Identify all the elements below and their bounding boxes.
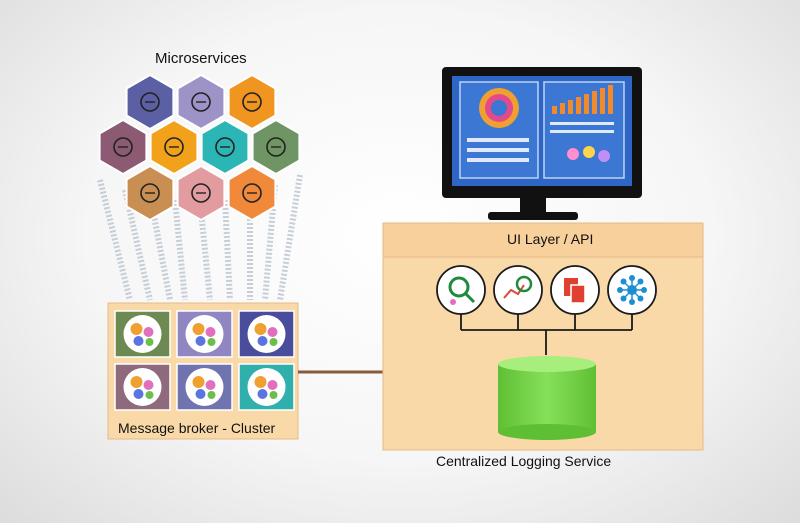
monitor — [442, 67, 642, 220]
globe-icon — [113, 137, 133, 157]
user-icon — [266, 137, 286, 157]
gears-icon — [192, 323, 216, 346]
api-icon-circle — [550, 265, 600, 315]
user-hexagon — [251, 118, 301, 176]
broker-tile — [176, 310, 233, 358]
cloud-download-icon — [191, 92, 211, 112]
database-cylinder — [498, 356, 596, 440]
broker-tile — [238, 310, 295, 358]
ui-layer-label: UI Layer / API — [507, 231, 594, 247]
lock-hexagon — [227, 164, 277, 222]
hourglass-hexagon — [200, 118, 250, 176]
ui-layer-bar — [382, 222, 704, 258]
smartphone-icon — [242, 92, 262, 112]
gears-icon — [254, 376, 278, 399]
broker-tile — [176, 363, 233, 411]
lightbulb-icon — [140, 92, 160, 112]
camera-hexagon — [176, 164, 226, 222]
document-icon — [140, 183, 160, 203]
lightbulb-hexagon — [125, 73, 175, 131]
binary-streams — [97, 174, 303, 301]
magnifier-gears-icon — [448, 276, 476, 305]
broker-tile — [238, 363, 295, 411]
logging-label: Centralized Logging Service — [436, 453, 612, 469]
api-wiring — [460, 313, 633, 355]
gears-icon — [192, 376, 216, 399]
network-icon — [617, 275, 647, 305]
document-hexagon — [125, 164, 175, 222]
gears-icon — [130, 323, 154, 346]
api-icon-circle — [607, 265, 657, 315]
api-icon-circle — [436, 265, 486, 315]
gears-icon — [130, 376, 154, 399]
broker-tile — [114, 310, 171, 358]
camera-icon — [191, 183, 211, 203]
api-icon-circle — [493, 265, 543, 315]
documents-icon — [564, 278, 586, 304]
smartphone-hexagon — [227, 73, 277, 131]
desk-lamp-hexagon — [149, 118, 199, 176]
desk-lamp-icon — [164, 137, 184, 157]
lock-icon — [242, 183, 262, 203]
hourglass-icon — [215, 137, 235, 157]
broker-label: Message broker - Cluster — [118, 420, 276, 436]
chart-magnifier-icon — [503, 275, 533, 299]
cloud-download-hexagon — [176, 73, 226, 131]
gears-icon — [254, 323, 278, 346]
microservices-title: Microservices — [155, 50, 247, 67]
globe-hexagon — [98, 118, 148, 176]
broker-tile — [114, 363, 171, 411]
